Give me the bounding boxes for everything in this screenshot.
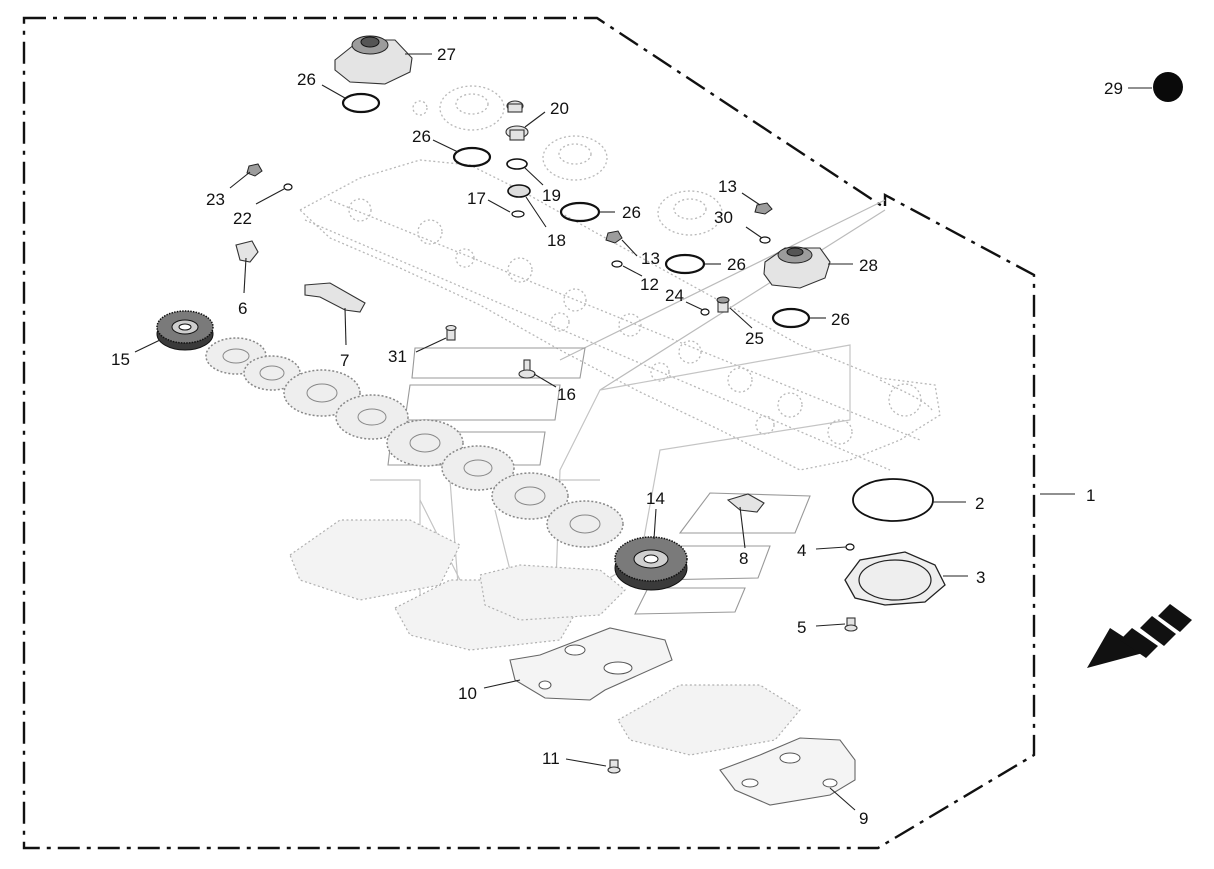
callout-26e: 26 <box>831 310 850 329</box>
callout-2: 2 <box>975 494 984 513</box>
callout-1: 1 <box>1086 486 1095 505</box>
callout-3: 3 <box>976 568 985 587</box>
bracket-7 <box>304 282 366 313</box>
callout-11: 11 <box>542 749 560 768</box>
callout-16: 16 <box>557 385 576 404</box>
gear-15 <box>156 310 214 351</box>
callout-27: 27 <box>437 45 456 64</box>
callout-31: 31 <box>388 347 407 366</box>
block-8 <box>726 493 765 513</box>
skid-ghosts <box>289 519 801 756</box>
bolt-25 <box>716 296 730 313</box>
o-ring-26c <box>559 201 601 223</box>
callout-19: 19 <box>542 186 561 205</box>
callout-18: 18 <box>547 231 566 250</box>
callout-12: 12 <box>640 275 659 294</box>
callout-15: 15 <box>111 350 130 369</box>
bolt-5 <box>844 617 858 632</box>
o-ring-26e <box>771 307 811 329</box>
nut-13a <box>754 202 773 215</box>
seal-19 <box>506 158 528 170</box>
ring-22 <box>283 183 293 191</box>
callout-8: 8 <box>739 549 748 568</box>
callout-26b: 26 <box>412 127 431 146</box>
callout-23: 23 <box>206 190 225 209</box>
washer-4 <box>845 543 855 551</box>
kit-boundary <box>22 16 1036 850</box>
callout-5: 5 <box>797 618 806 637</box>
callout-29: 29 <box>1104 79 1123 98</box>
callout-13b: 13 <box>641 249 660 268</box>
skid-9 <box>719 737 856 806</box>
ghost-panels <box>387 347 811 615</box>
callout-10: 10 <box>458 684 477 703</box>
callout-17: 17 <box>467 189 486 208</box>
gasket-2 <box>852 478 934 522</box>
bushing-20 <box>505 100 529 141</box>
washer-12 <box>611 260 623 268</box>
callout-26d: 26 <box>727 255 746 274</box>
bolt-16 <box>518 359 536 379</box>
idler-gear-ghost-8 <box>546 500 624 548</box>
pin-31 <box>445 324 457 341</box>
leader-lines <box>134 53 1152 811</box>
callout-labels: 1 2 3 4 5 6 7 8 9 10 11 12 13 13 14 15 1… <box>111 45 1123 828</box>
nut-23 <box>246 163 263 177</box>
cutterbar-ghost <box>298 100 941 471</box>
washer-30 <box>759 236 771 244</box>
idler-gear-ghost-2 <box>243 355 301 391</box>
callout-6: 6 <box>238 299 247 318</box>
callout-14: 14 <box>646 489 665 508</box>
travel-direction-arrow-icon <box>1087 604 1192 668</box>
idler-gear-ghost-7 <box>491 472 569 520</box>
idler-gear-ghost-3 <box>283 369 361 417</box>
seal-18 <box>507 184 531 198</box>
hub-28 <box>763 246 831 289</box>
callout-9: 9 <box>859 809 868 828</box>
idler-gear-ghost-4 <box>335 394 409 440</box>
skid-10 <box>509 627 673 701</box>
nut-13b <box>605 230 623 244</box>
gear-14 <box>614 536 688 591</box>
hub-27 <box>334 35 413 85</box>
callout-24: 24 <box>665 286 684 305</box>
callout-26c: 26 <box>622 203 641 222</box>
block-6 <box>235 240 259 263</box>
callout-26a: 26 <box>297 70 316 89</box>
o-ring-26a <box>341 92 381 114</box>
washer-17 <box>511 210 525 218</box>
gear-train <box>156 310 688 591</box>
callout-25: 25 <box>745 329 764 348</box>
callout-20: 20 <box>550 99 569 118</box>
bolt-11 <box>607 759 621 774</box>
ring-24 <box>700 308 710 316</box>
callout-4: 4 <box>797 541 806 560</box>
callout-22: 22 <box>233 209 252 228</box>
idler-gear-ghost-6 <box>441 445 515 491</box>
filled-circle-marker-icon <box>1153 72 1183 102</box>
callout-13a: 13 <box>718 177 737 196</box>
callout-30: 30 <box>714 208 733 227</box>
o-ring-26d <box>664 253 706 275</box>
callout-28: 28 <box>859 256 878 275</box>
callout-7: 7 <box>340 351 349 370</box>
o-ring-26b <box>452 146 492 168</box>
disc-ghosts-top <box>439 85 723 236</box>
cover-3 <box>844 551 946 606</box>
idler-gear-ghost-5 <box>386 419 464 467</box>
